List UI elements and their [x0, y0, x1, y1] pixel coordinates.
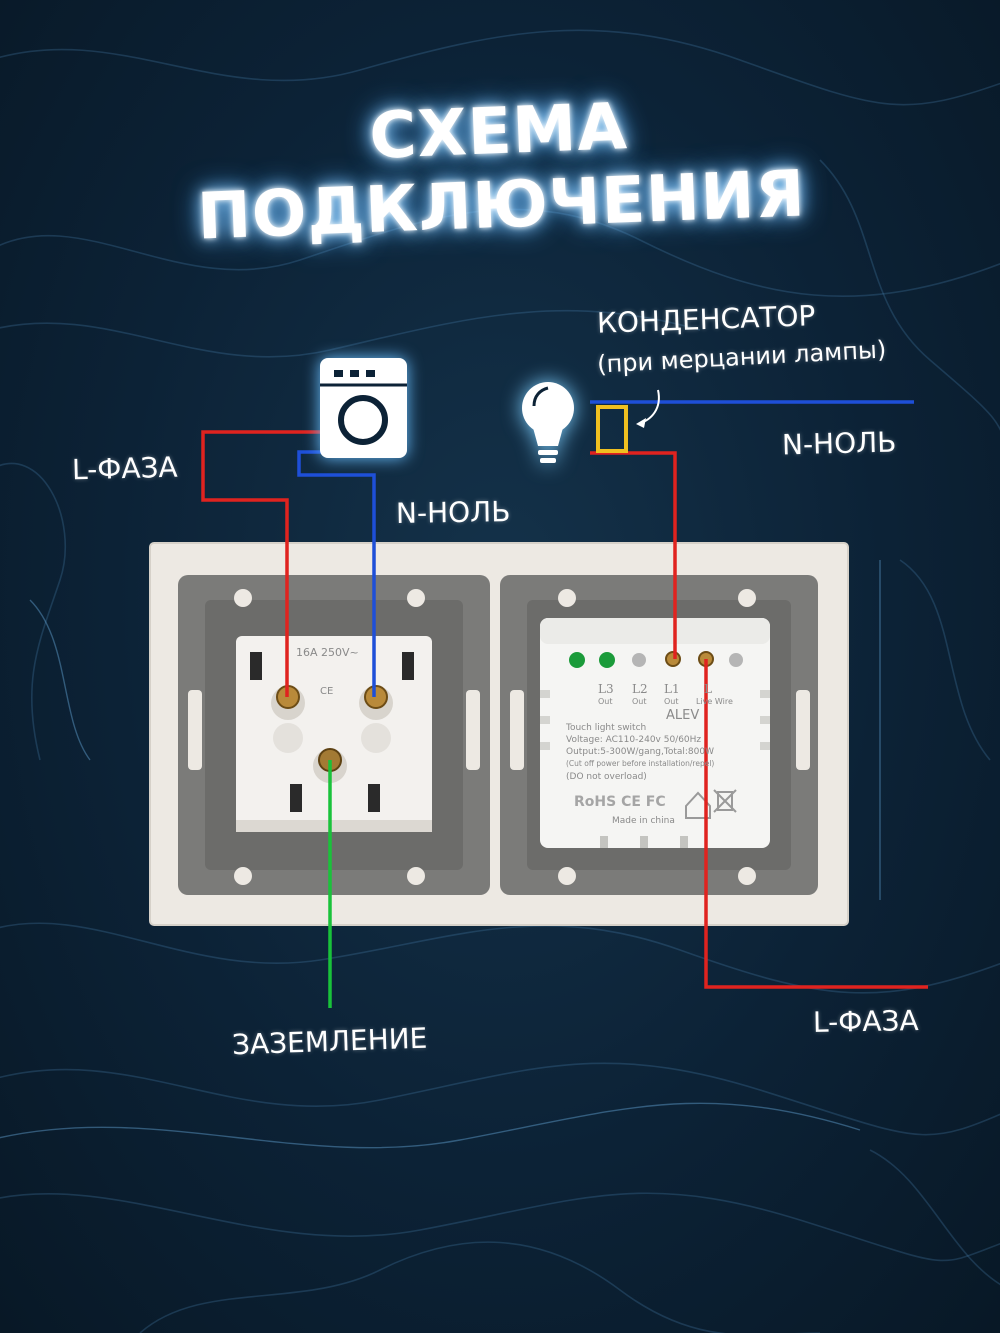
made-in-label: Made in china — [612, 816, 675, 826]
neutral-wire-left — [297, 450, 376, 697]
wires — [201, 400, 928, 1008]
spec-line: (Cut off power before installation/repel… — [566, 759, 715, 768]
capacitor-icon — [596, 405, 628, 453]
phase-wire-right — [704, 659, 928, 989]
terminal-label: L3 — [598, 682, 614, 696]
terminal-sub-label: Out — [632, 697, 647, 706]
washing-machine-icon — [320, 358, 407, 458]
label-left-phase: L-ФАЗА — [71, 450, 178, 487]
label-ground: ЗАЗЕМЛЕНИЕ — [231, 1021, 428, 1062]
terminal-label: L1 — [664, 682, 680, 696]
brand-name: ALEV — [666, 708, 700, 723]
led-indicator — [599, 652, 615, 668]
terminal-sub-label: Live Wire — [696, 697, 733, 706]
label-left-neutral: N-НОЛЬ — [395, 495, 511, 530]
light-bulb-icon — [522, 382, 574, 463]
label-right-phase: L-ФАЗА — [812, 1004, 919, 1039]
background-contours — [0, 29, 1000, 1333]
recycle-bin-icon — [713, 789, 737, 813]
terminal-label: L — [704, 682, 712, 696]
curved-arrow-icon — [637, 389, 660, 425]
phase-wire-left — [201, 430, 320, 697]
terminal-sub-label: Out — [664, 697, 679, 706]
spec-line: (DO not overload) — [566, 772, 647, 782]
background-contours-bright — [0, 560, 881, 1149]
power-socket — [236, 636, 432, 832]
socket-rating: 16A 250V~ — [296, 646, 359, 659]
terminal-label: L2 — [632, 682, 648, 696]
cert-marks: RoHS CE FC — [574, 794, 666, 810]
terminal-sub-label: Out — [598, 697, 613, 706]
socket-mark: CE — [320, 686, 334, 697]
house-icon — [685, 791, 711, 819]
spec-line: Touch light switch — [566, 723, 647, 733]
led-indicator — [569, 652, 585, 668]
touch-switch-module — [540, 618, 770, 848]
label-right-neutral: N-НОЛЬ — [781, 425, 897, 462]
spec-line: Voltage: AC110-240v 50/60Hz — [566, 735, 702, 745]
spec-line: Output:5-300W/gang,Total:800W — [566, 747, 715, 757]
